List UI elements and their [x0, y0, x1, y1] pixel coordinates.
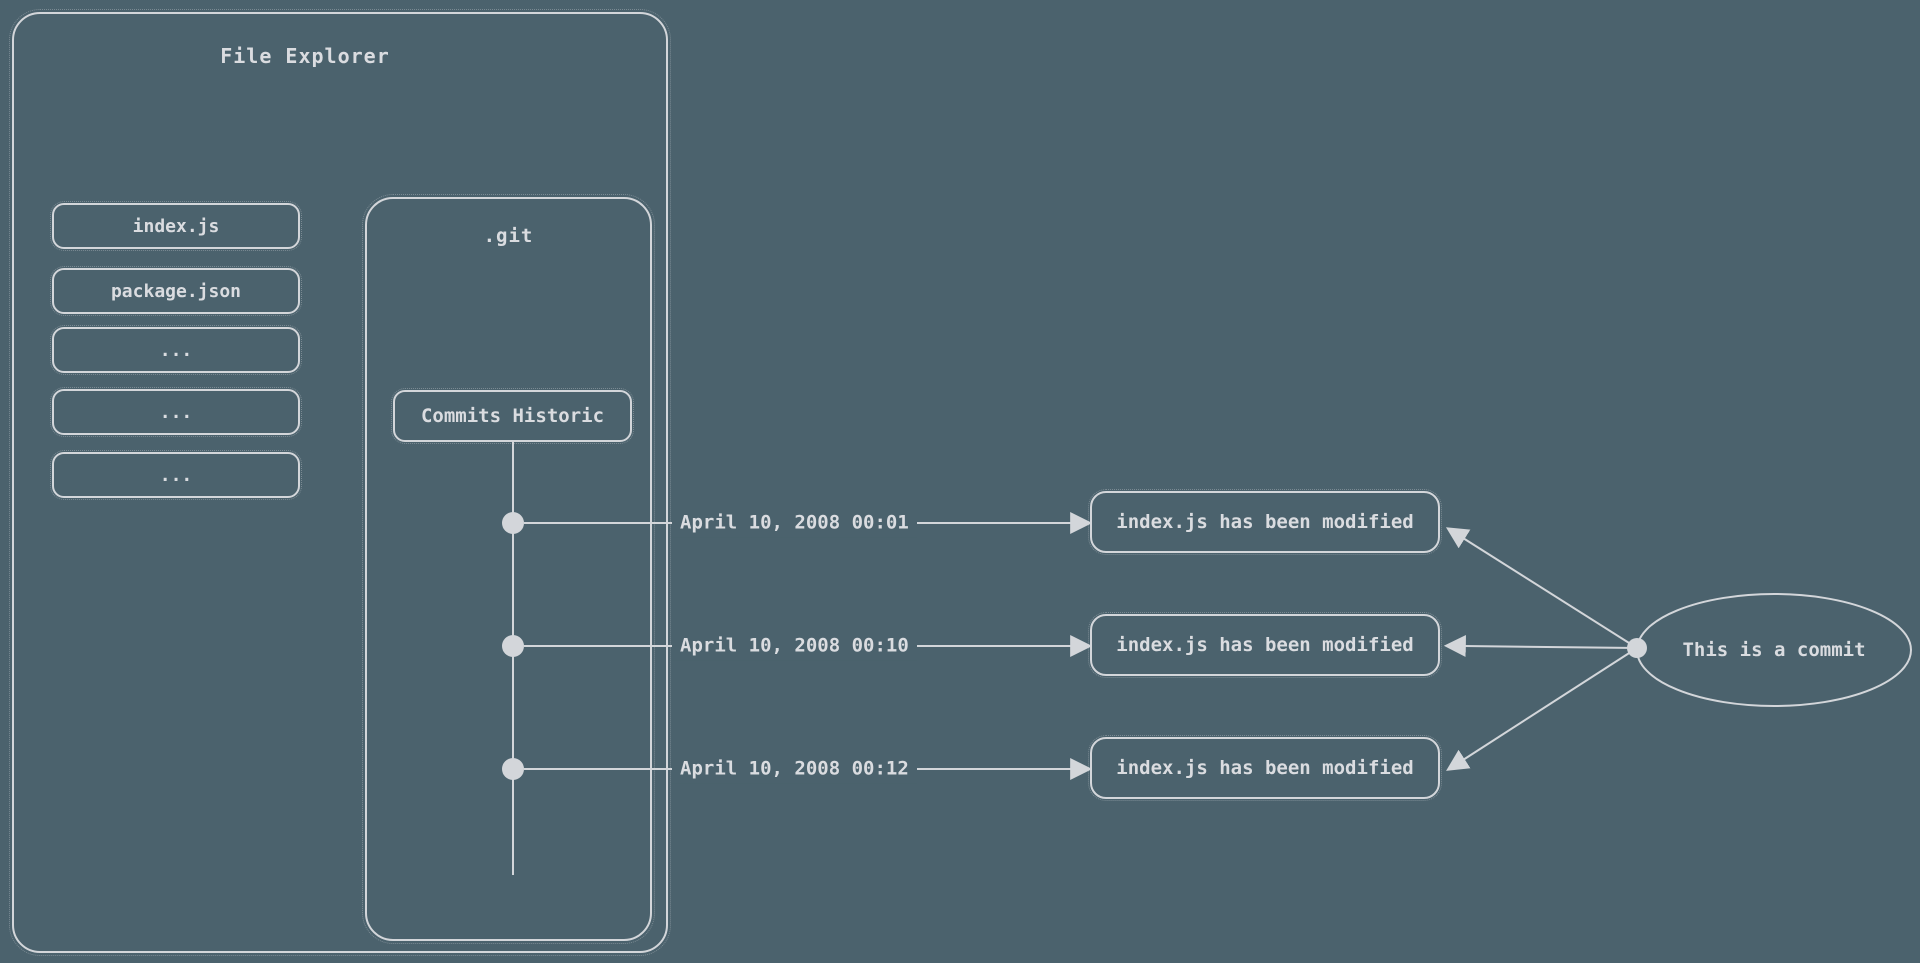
commit-date-label-1: April 10, 2008 00:01	[672, 507, 917, 538]
commit-message-label: index.js has been modified	[1116, 634, 1414, 656]
commits-historic-box: Commits Historic	[391, 388, 634, 444]
commit-message-label: index.js has been modified	[1116, 511, 1414, 533]
file-item-package-json: package.json	[50, 266, 302, 316]
file-explorer-panel: File Explorer index.js package.json ... …	[9, 9, 671, 956]
annotation-arrow-1	[1445, 527, 1638, 649]
annotation-label: This is a commit	[1682, 639, 1866, 661]
annotation-hub-dot-icon	[1627, 638, 1647, 658]
file-item-label: ...	[159, 339, 193, 361]
commit-message-box-2: index.js has been modified	[1088, 612, 1442, 678]
commit-date-label-3: April 10, 2008 00:12	[672, 753, 917, 784]
git-folder-panel: .git Commits Historic	[362, 194, 655, 944]
commit-message-box-3: index.js has been modified	[1088, 735, 1442, 801]
annotation-arrow-2	[1443, 635, 1638, 658]
file-explorer-title: File Explorer	[220, 44, 390, 68]
file-item-index-js: index.js	[50, 201, 302, 251]
file-item-label: index.js	[132, 215, 220, 237]
commit-message-label: index.js has been modified	[1116, 757, 1414, 779]
commit-message-box-1: index.js has been modified	[1088, 489, 1442, 555]
file-item-ellipsis-3: ...	[50, 450, 302, 500]
file-item-label: ...	[159, 401, 193, 423]
git-folder-title: .git	[483, 225, 534, 247]
annotation-arrow-3	[1446, 647, 1638, 771]
commits-historic-label: Commits Historic	[420, 405, 605, 427]
file-item-label: ...	[159, 464, 193, 486]
file-item-label: package.json	[110, 280, 242, 302]
file-item-ellipsis-1: ...	[50, 325, 302, 375]
file-item-ellipsis-2: ...	[50, 387, 302, 437]
commit-date-label-2: April 10, 2008 00:10	[672, 630, 917, 661]
